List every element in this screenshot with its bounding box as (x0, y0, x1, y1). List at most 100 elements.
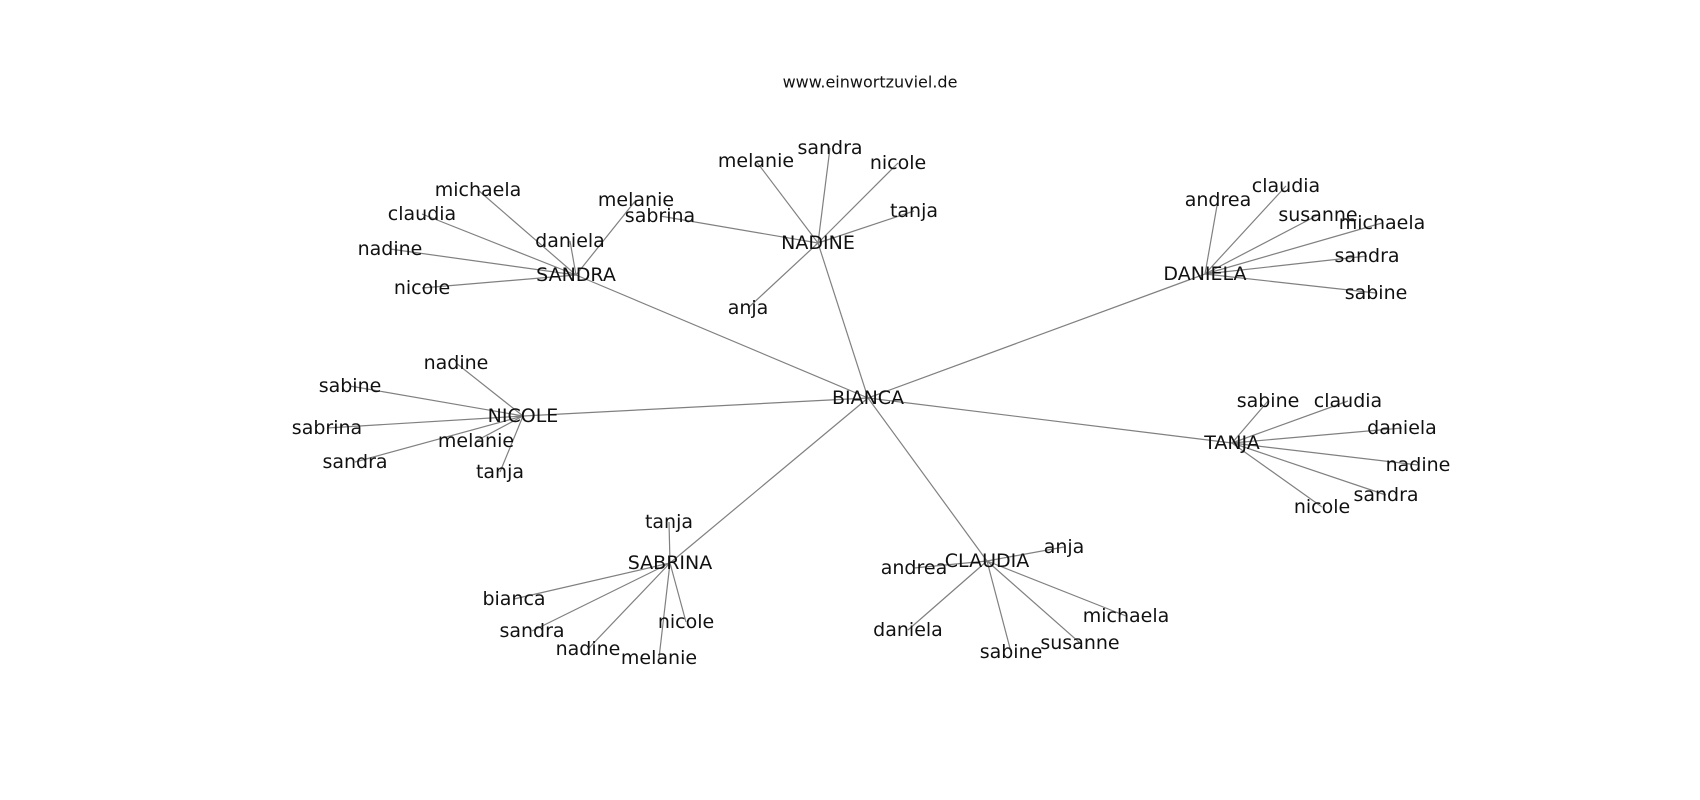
hub-node-label-tanja: TANJA (1203, 432, 1260, 454)
leaf-node-label-sandra-michaela: michaela (435, 179, 522, 201)
leaf-node-label-daniela-sabine: sabine (1345, 282, 1408, 304)
leaf-node-label-daniela-claudia: claudia (1252, 175, 1320, 197)
leaf-node-label-nicole-sabine: sabine (319, 375, 382, 397)
edges-layer (326, 147, 1419, 659)
edge-nicole-melanie (475, 415, 524, 442)
edge-nicole-sabrina (326, 415, 524, 429)
edge-sabrina-nadine (587, 562, 671, 650)
leaf-node-label-claudia-andrea: andrea (881, 557, 947, 579)
leaf-node-label-sandra-melanie: melanie (598, 189, 674, 211)
labels-layer: BIANCANADINEmelaniesandranicoletanjasabr… (292, 137, 1451, 669)
leaf-node-label-claudia-michaela: michaela (1083, 605, 1170, 627)
edge-center-tanja (867, 397, 1233, 444)
edge-tanja-nicole (1231, 442, 1323, 508)
edge-claudia-anja (986, 546, 1065, 562)
leaf-node-label-tanja-nadine: nadine (1386, 454, 1451, 476)
edge-daniela-claudia (1204, 185, 1287, 275)
edge-tanja-nadine (1231, 442, 1419, 466)
hub-node-label-nicole: NICOLE (488, 405, 559, 427)
edge-nadine-melanie (755, 160, 819, 244)
edge-nadine-tanja (817, 210, 915, 244)
leaf-node-label-tanja-nicole: nicole (1294, 496, 1350, 518)
edge-center-daniela (867, 273, 1206, 399)
leaf-node-label-nadine-anja: anja (728, 297, 769, 319)
edge-tanja-sabine (1231, 400, 1269, 444)
edge-tanja-sandra (1231, 442, 1387, 496)
leaf-node-label-daniela-susanne: susanne (1278, 204, 1357, 226)
leaf-node-label-nadine-melanie: melanie (718, 150, 794, 172)
leaf-node-label-sandra-claudia: claudia (388, 203, 456, 225)
edge-nicole-tanja (499, 415, 524, 473)
edge-center-sandra (575, 274, 869, 399)
leaf-node-label-sandra-nadine: nadine (358, 238, 423, 260)
leaf-node-label-nicole-sabrina: sabrina (292, 417, 362, 439)
edge-nadine-sandra (817, 147, 831, 244)
edge-daniela-andrea (1204, 199, 1219, 275)
edge-center-nadine (817, 242, 869, 399)
leaf-node-label-claudia-anja: anja (1044, 536, 1085, 558)
edge-center-nicole (522, 397, 869, 417)
leaf-node-label-sabrina-sandra: sandra (499, 620, 564, 642)
edge-claudia-susanne (986, 560, 1081, 644)
edge-claudia-sabine (986, 560, 1012, 653)
leaf-node-label-daniela-michaela: michaela (1339, 212, 1426, 234)
leaf-node-label-nicole-nadine: nadine (424, 352, 489, 374)
hub-node-label-nadine: NADINE (781, 232, 855, 254)
edge-sandra-claudia (421, 213, 577, 276)
hub-node-label-sandra: SANDRA (536, 264, 616, 286)
leaf-node-label-tanja-sandra: sandra (1353, 484, 1418, 506)
hub-node-label-claudia: CLAUDIA (945, 550, 1029, 572)
leaf-node-label-sabrina-bianca: bianca (482, 588, 545, 610)
leaf-node-label-daniela-andrea: andrea (1185, 189, 1251, 211)
edge-daniela-michaela (1204, 222, 1383, 275)
edge-sandra-nicole (421, 274, 577, 289)
leaf-node-label-daniela-sandra: sandra (1334, 245, 1399, 267)
leaf-node-label-nadine-nicole: nicole (870, 152, 926, 174)
edge-sandra-nadine (389, 248, 577, 276)
leaf-node-label-sabrina-tanja: tanja (645, 511, 693, 533)
edge-claudia-michaela (986, 560, 1127, 617)
center-node-label: BIANCA (832, 387, 904, 409)
edge-nicole-sabine (349, 385, 524, 417)
edge-nadine-anja (747, 242, 819, 309)
edge-nicole-nadine (455, 362, 524, 417)
edge-sandra-michaela (477, 189, 577, 276)
leaf-node-label-claudia-sabine: sabine (980, 641, 1043, 663)
edge-daniela-sabine (1204, 273, 1377, 294)
leaf-node-label-tanja-daniela: daniela (1367, 417, 1437, 439)
edge-sabrina-tanja (668, 521, 671, 564)
edge-claudia-andrea (913, 560, 988, 569)
leaf-node-label-tanja-sabine: sabine (1237, 390, 1300, 412)
edge-sabrina-melanie (658, 562, 671, 659)
leaf-node-label-nicole-tanja: tanja (476, 461, 524, 483)
hub-node-label-daniela: DANIELA (1163, 263, 1246, 285)
leaf-node-label-sandra-nicole: nicole (394, 277, 450, 299)
edge-claudia-daniela (907, 560, 988, 631)
edge-sabrina-bianca (513, 562, 671, 600)
leaf-node-label-sandra-daniela: daniela (535, 230, 605, 252)
edge-center-sabrina (669, 397, 869, 564)
edge-nadine-nicole (817, 162, 899, 244)
edge-nadine-sabrina (659, 215, 819, 244)
leaf-node-label-claudia-daniela: daniela (873, 619, 943, 641)
site-url: www.einwortzuviel.de (783, 73, 958, 92)
leaf-node-label-nicole-melanie: melanie (438, 430, 514, 452)
leaf-node-label-nadine-sabrina: sabrina (625, 205, 695, 227)
edge-center-claudia (867, 397, 988, 562)
edge-daniela-sandra (1204, 255, 1368, 275)
edge-tanja-claudia (1231, 400, 1349, 444)
leaf-node-label-sabrina-melanie: melanie (621, 647, 697, 669)
leaf-node-label-claudia-susanne: susanne (1040, 632, 1119, 654)
leaf-node-label-nicole-sandra: sandra (322, 451, 387, 473)
leaf-node-label-sabrina-nadine: nadine (556, 638, 621, 660)
edge-sandra-melanie (575, 199, 637, 276)
leaf-node-label-tanja-claudia: claudia (1314, 390, 1382, 412)
edge-sabrina-sandra (531, 562, 671, 632)
edge-tanja-daniela (1231, 427, 1403, 444)
hub-node-label-sabrina: SABRINA (628, 552, 712, 574)
leaf-node-label-sabrina-nicole: nicole (658, 611, 714, 633)
edge-sandra-daniela (569, 240, 577, 276)
edge-daniela-susanne (1204, 214, 1319, 275)
edge-nicole-sandra (354, 415, 524, 463)
